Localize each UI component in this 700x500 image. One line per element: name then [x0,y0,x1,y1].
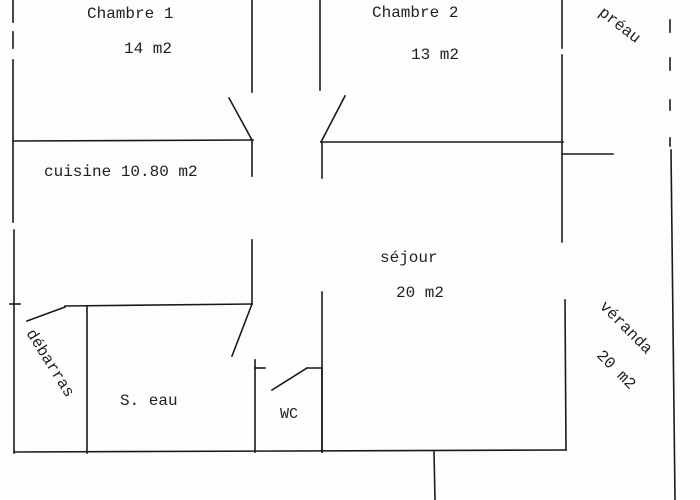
sejour-name: séjour [380,249,438,267]
wc-door-leaf [270,366,309,392]
room-labels: Chambre 1 14 m2 Chambre 2 13 m2 cuisine … [22,4,656,423]
chambre-1-name: Chambre 1 [87,5,173,23]
wc-label: WC [280,406,298,423]
chambre1-door-leaf [227,96,254,142]
cuisine-label: cuisine 10.80 m2 [44,163,198,181]
seau-door-leaf [230,302,254,358]
preau-label: préau [595,4,644,48]
far-right-wall [670,149,676,500]
chambre-1-area: 14 m2 [124,40,172,58]
salle-eau-label: S. eau [120,392,178,410]
sejour-right-wall-lower [564,299,567,451]
doors [227,94,347,392]
chambre2-door-leaf [319,94,347,144]
chambre-2-name: Chambre 2 [372,4,458,22]
veranda-area: 20 m2 [592,347,639,394]
exterior-line-bottom [433,451,436,500]
debarras-door-leaf [25,305,67,323]
bottom-wall [13,449,567,453]
chambre-2-area: 13 m2 [411,46,459,64]
debarras-label: débarras [22,326,78,401]
chambre1-cuisine-wall [12,139,254,142]
cuisine-bottom-wall [64,303,253,307]
sejour-area: 20 m2 [396,284,444,302]
walls [9,0,676,500]
